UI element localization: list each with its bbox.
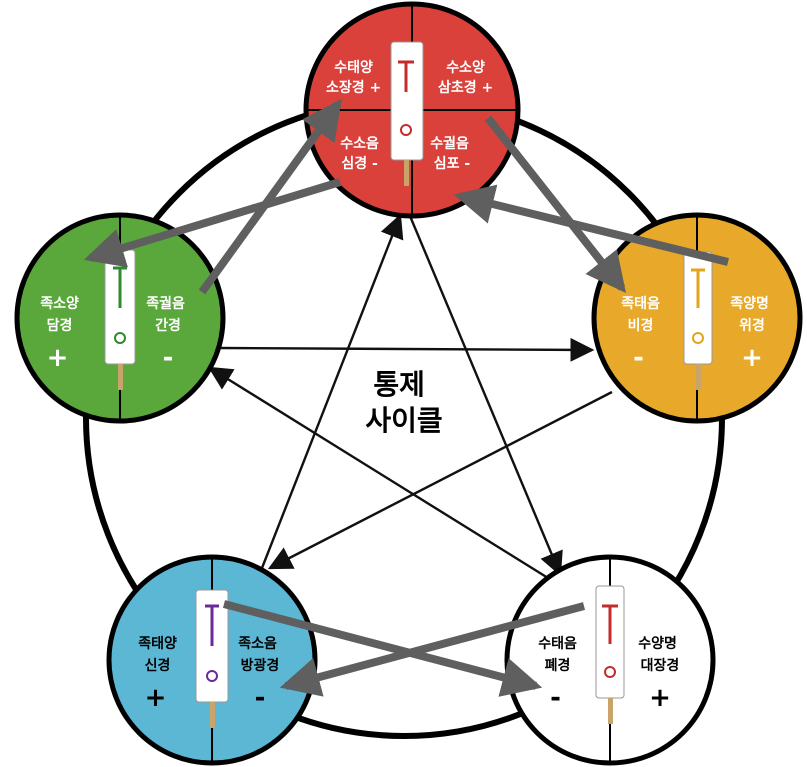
wood-right-line2: 간경 [155, 317, 181, 334]
earth-left-sign: - [633, 343, 644, 373]
metal-left-line1: 수태음 [538, 636, 577, 652]
water-left-line2: 신경 [145, 657, 171, 674]
fire-bottom-right-line2: 심포 - [434, 156, 471, 172]
water-right-line1: 족소음 [238, 636, 277, 652]
star-arrow-wood-to-earth [220, 348, 592, 350]
metal-node: 수태음 폐경 수양명 대장경 - + [507, 557, 713, 763]
water-left-line1: 족태양 [138, 636, 177, 652]
center-title-line1: 통제 [373, 368, 425, 401]
water-right-sign: - [255, 683, 266, 713]
cycle-arrow-fire-to-earth [488, 118, 622, 288]
fire-bottom-left-line2: 심경 - [341, 155, 378, 172]
earth-right-line2: 위경 [739, 317, 765, 334]
fire-top-right-line1: 수소양 [446, 60, 485, 76]
wood-left-sign: + [47, 343, 69, 373]
wood-left-line1: 족소양 [40, 296, 79, 312]
earth-left-line1: 족태음 [621, 296, 660, 312]
water-node: 족태양 신경 족소음 방광경 + - [109, 557, 315, 763]
fire-top-left-line1: 수태양 [334, 60, 373, 76]
fire-bottom-left-line1: 수소음 [340, 136, 379, 152]
center-title: 통제 사이클 [365, 368, 442, 437]
water-right-line2: 방광경 [241, 657, 280, 674]
earth-right-sign: + [741, 343, 763, 373]
earth-right-line1: 족양명 [730, 295, 769, 312]
water-left-sign: + [145, 683, 167, 713]
earth-left-line2: 비경 [628, 317, 654, 334]
metal-right-line2: 대장경 [641, 657, 680, 674]
earth-node: 족태음 비경 족양명 위경 - + [594, 215, 800, 421]
fire-top-left-line2: 소장경 + [326, 79, 381, 96]
wood-right-sign: - [163, 343, 174, 373]
metal-right-sign: + [649, 683, 671, 713]
metal-left-line2: 폐경 [545, 657, 571, 674]
metal-left-sign: - [550, 683, 561, 713]
wood-right-line1: 족궐음 [146, 296, 185, 312]
fire-top-right-line2: 삼초경 + [438, 79, 493, 96]
metal-right-line1: 수양명 [638, 635, 677, 652]
wood-left-line2: 담경 [47, 317, 73, 334]
fire-bottom-right-line1: 수궐음 [430, 136, 469, 152]
center-title-line2: 사이클 [365, 404, 442, 437]
